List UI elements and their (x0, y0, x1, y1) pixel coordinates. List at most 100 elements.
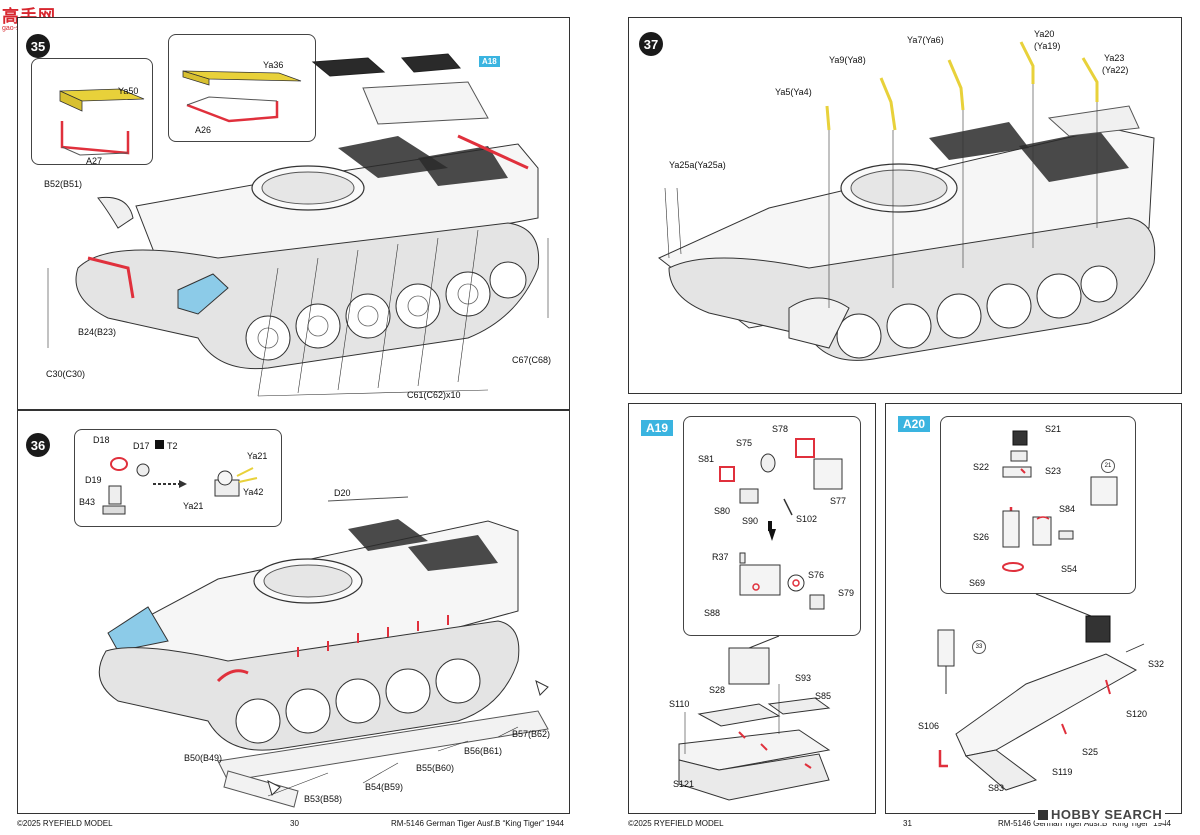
label-ya20: Ya20 (1034, 29, 1055, 39)
label-ya36: Ya36 (263, 60, 284, 70)
a19-panel: A19 S78 S75 S81 S77 S80 (628, 403, 876, 814)
label-b52-b51: B52(B51) (44, 179, 83, 189)
a20-assembly-drawing (937, 593, 1145, 791)
hobby-search-logo: HOBBY SEARCH (1035, 806, 1166, 823)
label-d19: D19 (85, 475, 102, 485)
label-s76: S76 (808, 570, 825, 580)
label-c30-c30: C30(C30) (46, 369, 86, 379)
label-d17: D17 (133, 441, 150, 451)
label-s26: S26 (973, 532, 990, 542)
label-s21: S21 (1045, 424, 1062, 434)
label-s120: S120 (1126, 709, 1148, 719)
tag-a19: A19 (641, 420, 674, 436)
label-s75: S75 (736, 438, 753, 448)
label-ya21-top: Ya21 (247, 451, 268, 461)
step-37-panel: 37 (628, 17, 1182, 394)
label-ya7-ya6: Ya7(Ya6) (907, 35, 944, 45)
label-ya19: (Ya19) (1034, 41, 1061, 51)
label-b57-b62: B57(B62) (512, 729, 551, 739)
label-s28: S28 (709, 685, 726, 695)
a20-inset-drawing (1002, 430, 1118, 572)
label-s83: S83 (988, 783, 1005, 793)
label-s93: S93 (795, 673, 812, 683)
label-s84: S84 (1059, 504, 1076, 514)
step-number-36: 36 (26, 433, 50, 457)
step-36-inset: D18 D17 T2 D19 B43 Ya21 Ya42 Ya21 (74, 429, 282, 527)
step-35-inset-1: Ya50 A27 (31, 58, 153, 166)
label-s78: S78 (772, 424, 789, 434)
right-page: 37 (600, 0, 1200, 835)
label-s77: S77 (830, 496, 847, 506)
label-c67-c68: C67(C68) (512, 355, 552, 365)
label-d18: D18 (93, 435, 110, 445)
label-ya9-ya8: Ya9(Ya8) (829, 55, 866, 65)
hobby-search-logo-icon (1038, 809, 1048, 820)
a20-panel: A20 S21 S22 S23 S84 S26 S54 S69 2 (885, 403, 1182, 814)
a20-inset: S21 S22 S23 S84 S26 S54 S69 21 (940, 416, 1136, 594)
label-ya22: (Ya22) (1102, 65, 1129, 75)
label-b55-b60: B55(B60) (416, 763, 455, 773)
label-s106: S106 (918, 721, 940, 731)
label-ya21-bottom: Ya21 (183, 501, 204, 511)
label-a26: A26 (195, 125, 212, 135)
ref-circle-33: 33 (972, 640, 986, 654)
label-s80: S80 (714, 506, 731, 516)
label-s79: S79 (838, 588, 855, 598)
label-b53-b58: B53(B58) (304, 794, 343, 804)
label-s119: S119 (1052, 767, 1073, 777)
label-b43: B43 (79, 497, 96, 507)
label-ya50: Ya50 (118, 86, 139, 96)
label-s88: S88 (704, 608, 721, 618)
label-s25: S25 (1082, 747, 1099, 757)
step-number-37: 37 (639, 32, 663, 56)
step-36-panel: 36 D18 D17 T2 D19 B43 Ya21 Ya42 Ya2 (17, 410, 570, 814)
step-35-panel: 35 Ya50 A27 Ya36 A26 A18 (17, 17, 570, 410)
left-footer-page-number: 30 (290, 819, 299, 828)
left-footer-title: RM-5146 German Tiger Ausf.B “King Tiger”… (391, 819, 564, 828)
a19-inset-drawing (719, 438, 843, 610)
a19-assembly-drawing (678, 635, 831, 801)
label-a27: A27 (86, 156, 103, 166)
a19-inset: S78 S75 S81 S77 S80 S90 S102 R37 S76 S79… (683, 416, 861, 636)
label-s54: S54 (1061, 564, 1078, 574)
label-d20: D20 (334, 488, 351, 498)
label-s81: S81 (698, 454, 715, 464)
t2-icon (155, 440, 164, 449)
label-s23: S23 (1045, 466, 1062, 476)
label-ya23: Ya23 (1104, 53, 1125, 63)
label-s22: S22 (973, 462, 990, 472)
label-ya5-ya4: Ya5(Ya4) (775, 87, 812, 97)
label-c61-c62-x10: C61(C62)x10 (407, 390, 461, 400)
step-35-tank-drawing (47, 53, 549, 397)
tag-a20: A20 (898, 416, 931, 432)
label-s85: S85 (815, 691, 832, 701)
label-b24-b23: B24(B23) (78, 327, 117, 337)
track-guard-ya36-drawing (182, 70, 302, 123)
step-37-tank-drawing (658, 41, 1156, 361)
step-35-inset-2: Ya36 A26 (168, 34, 316, 142)
label-b50-b49: B50(B49) (184, 753, 223, 763)
step-36-tank-drawing (98, 496, 549, 808)
right-footer-page-number: 31 (903, 819, 912, 828)
label-s102: S102 (796, 514, 818, 524)
ref-circle-21: 21 (1101, 459, 1115, 473)
hobby-search-logo-text: HOBBY SEARCH (1051, 807, 1163, 822)
left-footer-copyright: ©2025 RYEFIELD MODEL (17, 819, 113, 828)
label-s90: S90 (742, 516, 759, 526)
track-guard-ya50-drawing (59, 88, 145, 156)
step-number-35: 35 (26, 34, 50, 58)
right-footer-title: RM-5146 German Tiger Ausf.B “King Tiger”… (998, 819, 1171, 828)
label-s69: S69 (969, 578, 986, 588)
label-s121: S121 (673, 779, 695, 789)
label-t2: T2 (167, 441, 178, 451)
label-r37: R37 (712, 552, 729, 562)
left-page: 35 Ya50 A27 Ya36 A26 A18 (17, 17, 570, 828)
label-ya42: Ya42 (243, 487, 264, 497)
tag-a18: A18 (479, 56, 500, 67)
label-ya25a: Ya25a(Ya25a) (669, 160, 726, 170)
step-36-inset-drawing (102, 457, 258, 515)
label-b56-b61: B56(B61) (464, 746, 503, 756)
label-b54-b59: B54(B59) (365, 782, 404, 792)
label-s32: S32 (1148, 659, 1165, 669)
right-footer-copyright: ©2025 RYEFIELD MODEL (628, 819, 724, 828)
